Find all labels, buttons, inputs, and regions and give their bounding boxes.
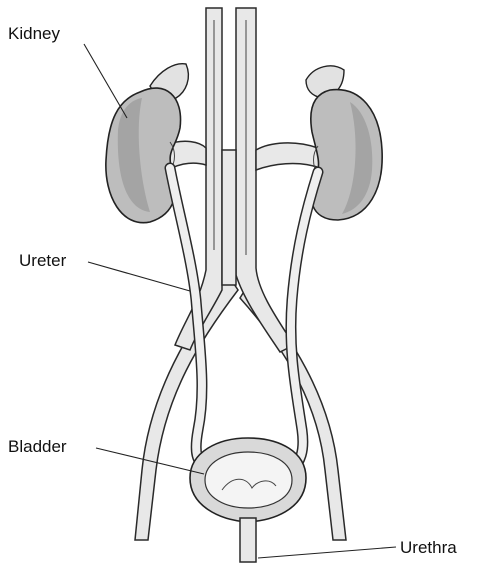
bladder	[190, 438, 306, 562]
bladder-label: Bladder	[8, 437, 67, 457]
right-kidney	[306, 66, 382, 220]
urethra-label: Urethra	[400, 538, 457, 558]
urethra-leader	[258, 547, 396, 558]
kidney-leader	[84, 44, 127, 118]
ureter-leader	[88, 262, 190, 291]
ureter-label: Ureter	[19, 251, 66, 271]
kidney-label: Kidney	[8, 24, 60, 44]
